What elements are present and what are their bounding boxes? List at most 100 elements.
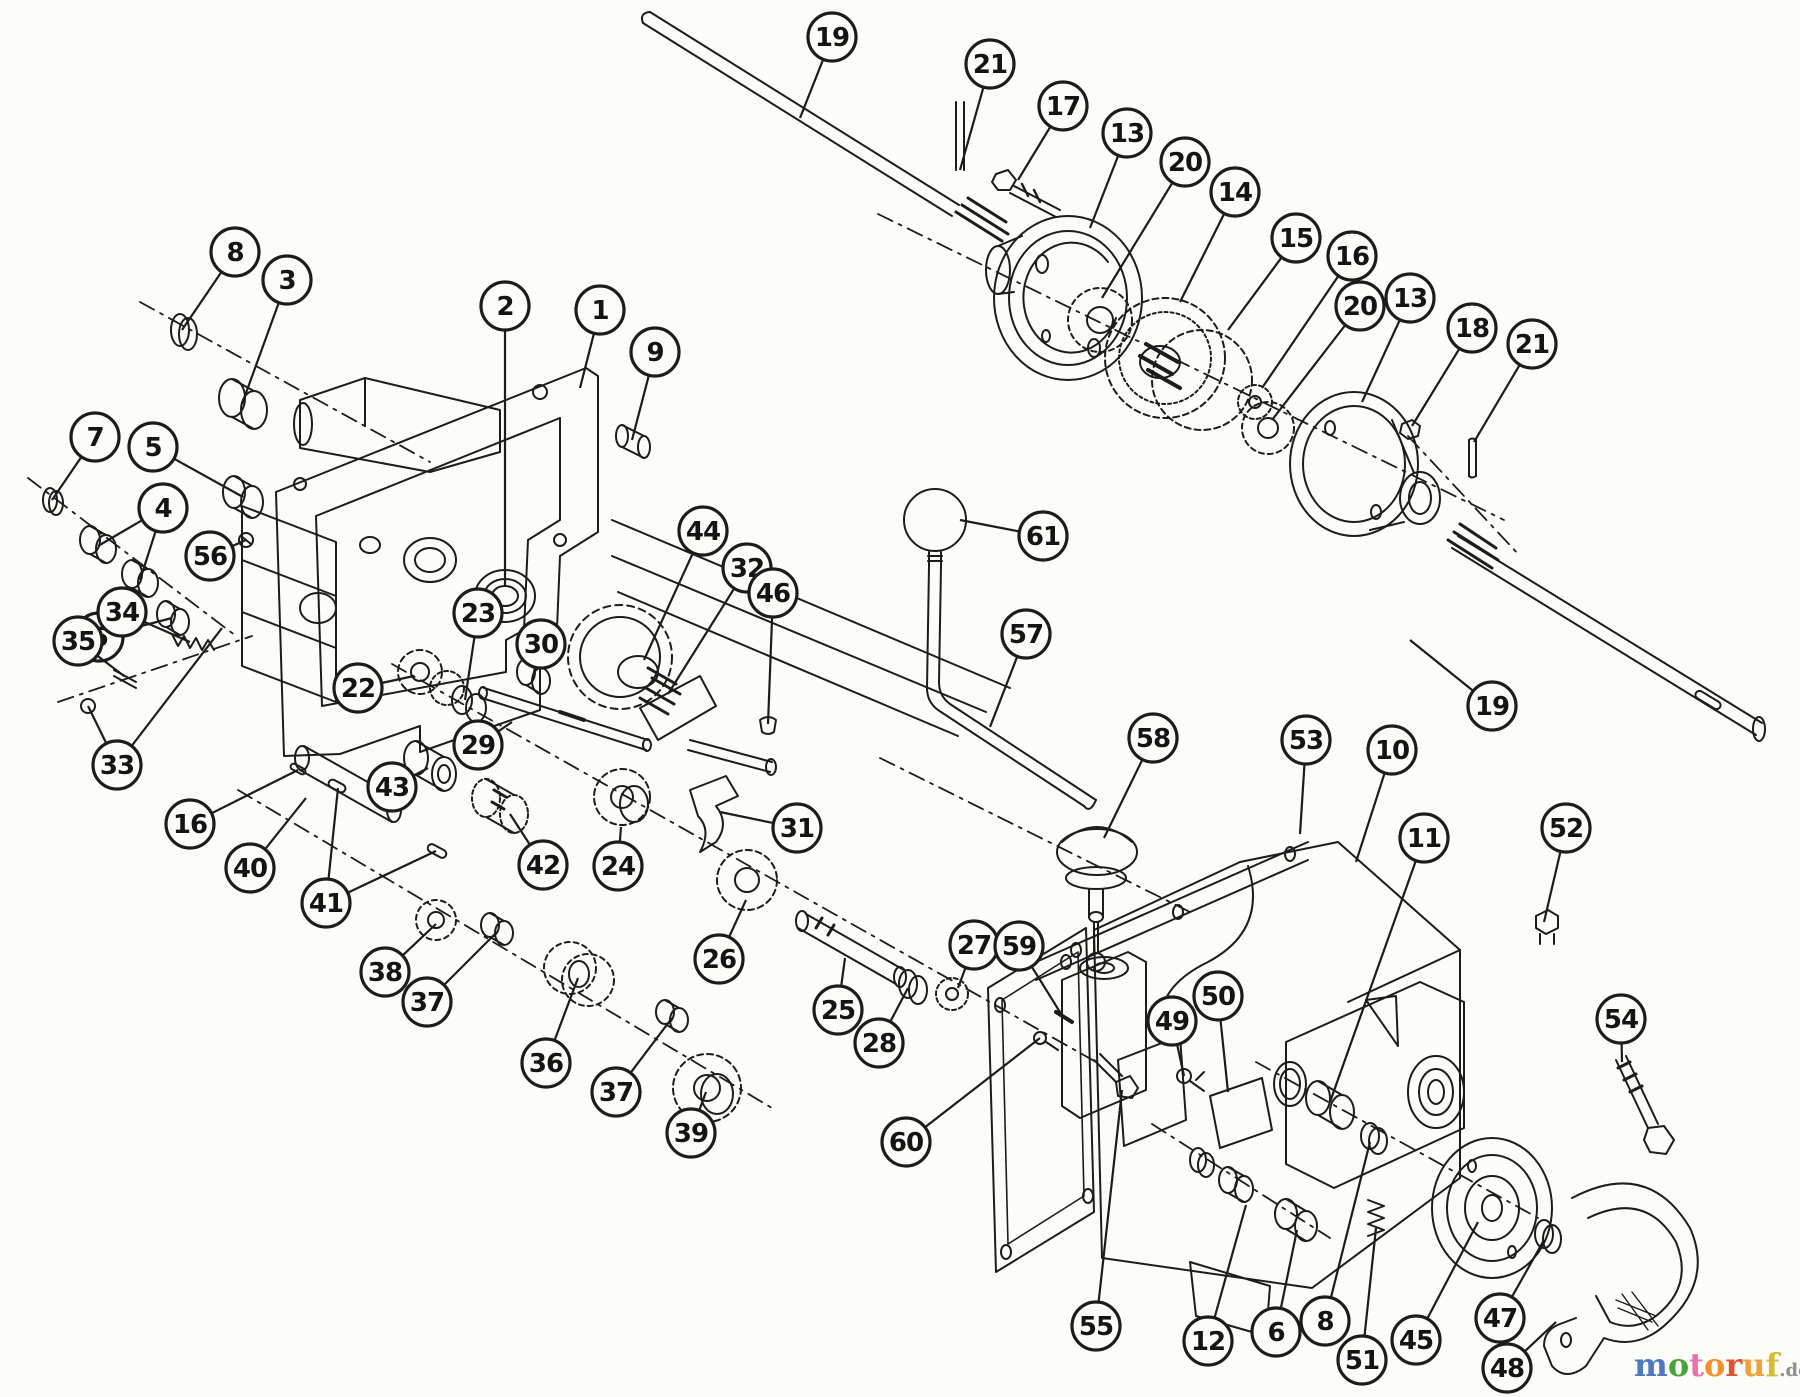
callout-balloon-56: 56 — [184, 530, 236, 582]
callout-circle — [52, 615, 104, 667]
callout-circle — [693, 933, 745, 985]
callout-number: 36 — [529, 1049, 563, 1079]
callout-circle — [359, 946, 411, 998]
callout-balloon-27: 27 — [948, 919, 1000, 971]
callout-leader-line — [412, 767, 429, 777]
callout-circle — [1250, 1306, 1302, 1358]
callout-leader-line — [727, 899, 748, 938]
callout-number: 30 — [524, 630, 558, 660]
callout-number: 12 — [1191, 1327, 1225, 1357]
callout-circle — [1540, 802, 1592, 854]
callout-leader-line — [1088, 155, 1120, 229]
callout-leader-line — [766, 616, 774, 725]
callout-leader-line — [618, 826, 623, 843]
callout-circle — [137, 482, 189, 534]
callout-leader-line — [1097, 1089, 1124, 1303]
callout-circle — [1146, 995, 1198, 1047]
callout-number: 60 — [889, 1128, 923, 1158]
callout-circle — [964, 38, 1016, 90]
callout-number: 26 — [702, 945, 736, 975]
callout-balloon-31: 31 — [771, 802, 823, 854]
callout-balloon-46: 46 — [747, 567, 799, 619]
callout-leader-line — [988, 656, 1019, 728]
callout-balloon-14: 14 — [1209, 166, 1261, 218]
callout-balloon-60: 60 — [880, 1116, 932, 1168]
callout-number: 16 — [173, 810, 207, 840]
callout-number: 29 — [461, 731, 495, 761]
callout-number: 23 — [461, 599, 495, 629]
callout-leader-line — [1227, 256, 1283, 331]
callout-circle — [812, 984, 864, 1036]
callout-number: 14 — [1218, 178, 1252, 208]
callout-number: 54 — [1604, 1005, 1638, 1035]
callout-balloon-41: 41 — [300, 877, 352, 929]
callout-balloon-21: 21 — [964, 38, 1016, 90]
callout-leader-line — [1030, 965, 1064, 1018]
callout-balloon-55: 55 — [1070, 1300, 1122, 1352]
callout-circle — [771, 802, 823, 854]
callout-number: 52 — [1549, 814, 1583, 844]
callout-balloon-40: 40 — [224, 842, 276, 894]
callout-circle — [1070, 1300, 1122, 1352]
callout-number: 37 — [599, 1078, 633, 1108]
callout-number: 40 — [233, 854, 267, 884]
callout-leader-line — [1176, 1044, 1186, 1077]
callout-leader-line — [840, 957, 847, 987]
callout-leader-line — [1103, 759, 1144, 839]
callout-leader-line — [924, 1037, 1041, 1129]
callout-balloon-54: 54 — [1595, 993, 1647, 1045]
callout-leader-line — [1213, 1204, 1248, 1319]
callout-balloon-22: 22 — [332, 662, 384, 714]
callout-leader-line — [629, 1017, 673, 1074]
callout-leader-line — [959, 518, 1020, 533]
callout-number: 28 — [862, 1029, 896, 1059]
callout-balloon-16: 16 — [1326, 230, 1378, 282]
callout-balloon-58: 58 — [1127, 712, 1179, 764]
callout-leader-line — [240, 302, 280, 405]
callout-leader-line — [173, 457, 244, 498]
watermark-letter: f — [1765, 1346, 1780, 1384]
callout-circle — [1159, 136, 1211, 188]
callout-circle — [127, 421, 179, 473]
callout-balloon-11: 11 — [1398, 812, 1450, 864]
callout-balloon-39: 39 — [665, 1107, 717, 1159]
callout-leader-line — [231, 538, 247, 548]
callout-circle — [853, 1017, 905, 1069]
callout-balloon-28: 28 — [853, 1017, 905, 1069]
callout-number: 48 — [1490, 1354, 1524, 1384]
callout-circle — [1101, 107, 1153, 159]
callout-leader-line — [97, 519, 143, 547]
callout-balloon-13: 13 — [1101, 107, 1153, 159]
callout-circle — [517, 839, 569, 891]
callout-leader-line — [463, 636, 476, 701]
callout-leader-line — [1271, 324, 1347, 421]
callout-leader-line — [1219, 1019, 1230, 1093]
callout-number: 21 — [973, 50, 1007, 80]
callout-leader-line — [642, 552, 695, 661]
callout-balloon-4: 4 — [137, 482, 189, 534]
callout-balloon-10: 10 — [1366, 724, 1418, 776]
callout-balloon-57: 57 — [1000, 608, 1052, 660]
callout-number: 7 — [86, 423, 103, 453]
callout-leader-line — [96, 654, 125, 677]
callout-balloon-15: 15 — [1270, 212, 1322, 264]
callout-circle — [520, 1037, 572, 1089]
callout-number: 24 — [601, 852, 635, 882]
brake-parts — [1431, 1137, 1699, 1375]
callout-balloon-37: 37 — [401, 976, 453, 1028]
callout-number: 13 — [1110, 119, 1144, 149]
callout-circle — [479, 280, 531, 332]
callout-balloon-52: 52 — [1540, 802, 1592, 854]
callout-leader-line — [381, 674, 415, 685]
callout-balloon-36: 36 — [520, 1037, 572, 1089]
callout-balloon-45: 45 — [1390, 1314, 1442, 1366]
callout-balloon-23: 23 — [452, 587, 504, 639]
callout-leader-line — [578, 332, 596, 389]
callout-circle — [629, 326, 681, 378]
callout-circle — [401, 976, 453, 1028]
callout-number: 8 — [1316, 1307, 1333, 1337]
callout-balloon-30: 30 — [515, 618, 567, 670]
callout-circle — [1398, 812, 1450, 864]
callout-balloon-13: 13 — [1384, 272, 1436, 324]
